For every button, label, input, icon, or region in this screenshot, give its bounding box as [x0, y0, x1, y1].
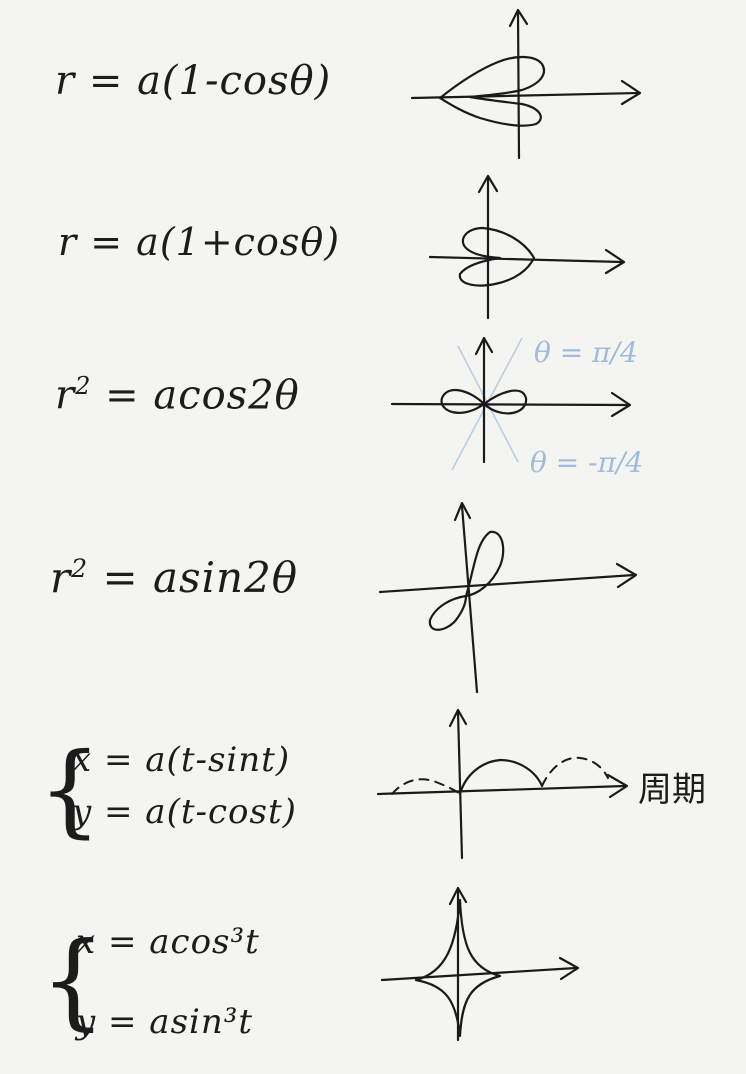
graph-cycloid [376, 708, 629, 860]
cycloid-arch-right-dashed [541, 756, 609, 787]
astroid-curve [414, 898, 502, 1038]
equation-cardioid-minus: r = a(1-cosθ) [55, 58, 332, 104]
graph-lemniscate-cos: θ = π/4 θ = -π/4 [390, 336, 643, 479]
graph-lemniscate-sin [378, 501, 638, 694]
equation-lemniscate-cos: r2 = acos2θ [55, 372, 300, 418]
eq3-base: r [55, 372, 76, 419]
y-axis [460, 504, 479, 694]
x-axis-arrowhead [615, 562, 638, 589]
y-axis-arrowhead [453, 501, 472, 522]
equation-astroid-y: y = asin³t [76, 1002, 254, 1042]
x-axis-arrowhead [558, 956, 580, 981]
x-axis [376, 784, 627, 796]
x-axis [390, 402, 630, 407]
label-theta-neg: θ = -π/4 [530, 446, 643, 479]
y-axis-arrowhead [448, 886, 468, 906]
x-axis [380, 966, 578, 982]
system-brace-cycloid: { [38, 731, 102, 848]
eq4-base: r [50, 553, 72, 602]
graph-cardioid-plus [428, 174, 626, 320]
x-axis-arrowhead [606, 773, 629, 799]
eq4-rest: = asin2θ [88, 553, 299, 602]
cardioid-curve [438, 55, 546, 127]
x-axis-arrowhead [604, 248, 626, 275]
cycloid-arch-main [458, 758, 544, 796]
graph-astroid [380, 886, 580, 1042]
lemniscate-curve [440, 388, 528, 415]
x-axis-arrowhead [620, 79, 642, 106]
y-axis-arrowhead [508, 8, 529, 28]
graph-cardioid-minus [410, 8, 642, 160]
x-axis [428, 255, 624, 264]
cardioid-curve [458, 226, 536, 287]
label-theta-pos: θ = π/4 [534, 336, 638, 369]
eq4-exponent: 2 [71, 554, 89, 583]
equation-lemniscate-sin: r2 = asin2θ [50, 553, 298, 602]
equation-cycloid-x: x = a(t-sint) [72, 740, 291, 780]
y-axis [456, 710, 464, 860]
cycloid-period-note: 周期 [638, 770, 706, 810]
y-axis-arrowhead [477, 174, 499, 194]
y-axis [516, 10, 521, 160]
x-axis [378, 573, 636, 594]
x-axis-arrowhead [610, 391, 632, 418]
equation-cardioid-plus: r = a(1+cosθ) [58, 220, 341, 264]
eq3-rest: = acos2θ [91, 372, 300, 419]
equation-astroid-x: x = acos³t [76, 922, 260, 962]
system-brace-astroid: { [40, 919, 107, 1041]
x-axis [410, 91, 640, 100]
cycloid-arch-left-dashed [391, 778, 461, 795]
eq3-exponent: 2 [75, 372, 92, 400]
y-axis-arrowhead [448, 708, 468, 728]
y-axis-arrowhead [474, 336, 494, 356]
lemniscate-curve [428, 530, 505, 631]
equation-cycloid-y: y = a(t-cost) [72, 792, 297, 832]
